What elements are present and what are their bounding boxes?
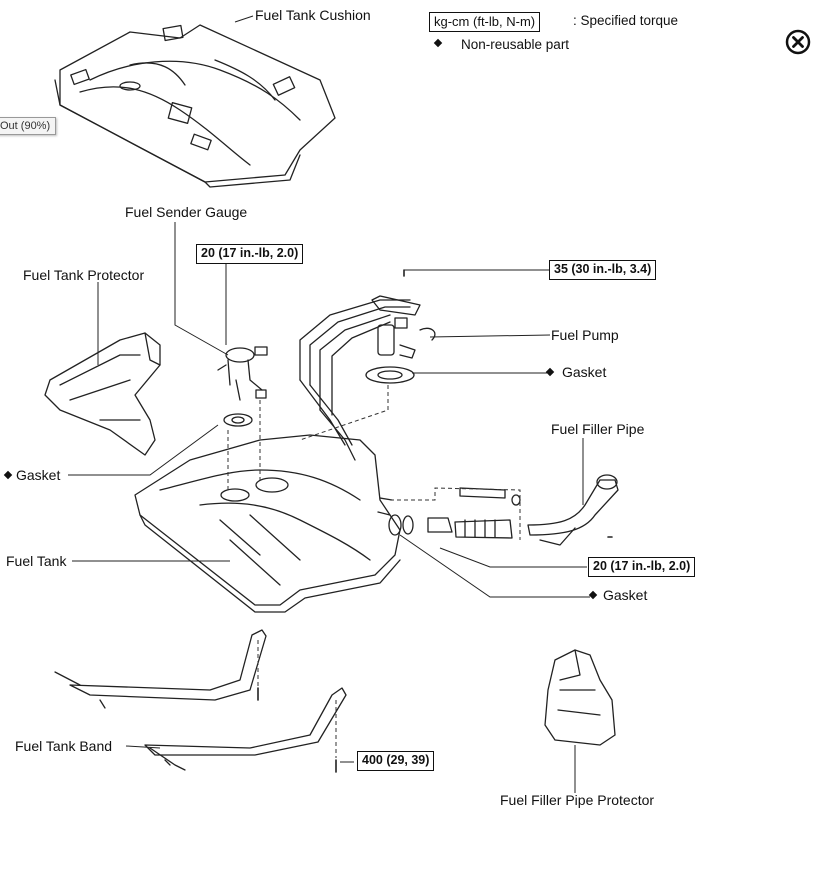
label-fuel-sender-gauge: Fuel Sender Gauge xyxy=(125,204,248,220)
fuel-pump-drawing xyxy=(299,295,436,461)
fuel-tank-cushion-drawing xyxy=(54,24,336,188)
label-fuel-tank: Fuel Tank xyxy=(6,553,67,569)
fuel-sender-gauge-drawing xyxy=(217,346,268,427)
torque-box-sender-gauge: 20 (17 in.-lb, 2.0) xyxy=(196,244,304,264)
label-fuel-tank-protector: Fuel Tank Protector xyxy=(23,267,145,283)
zoom-level-chip[interactable]: Out (90%) xyxy=(0,117,57,135)
torque-legend-box: kg-cm (ft-lb, N-m) xyxy=(429,12,541,32)
label-fuel-tank-cushion: Fuel Tank Cushion xyxy=(255,7,371,23)
label-gasket-left: Gasket xyxy=(16,467,61,483)
label-fuel-filler-pipe-protector: Fuel Filler Pipe Protector xyxy=(500,792,655,808)
label-gasket-pump: Gasket xyxy=(562,364,607,380)
label-fuel-tank-band: Fuel Tank Band xyxy=(15,738,113,754)
fuel-filler-pipe-protector-drawing xyxy=(544,649,616,746)
fuel-tank-band-drawing xyxy=(54,629,347,771)
label-gasket-filler: Gasket xyxy=(603,587,648,603)
nonreusable-legend-text: Non-reusable part xyxy=(461,37,570,52)
torque-box-tank-band: 400 (29, 39) xyxy=(357,751,435,771)
label-fuel-filler-pipe: Fuel Filler Pipe xyxy=(551,421,645,437)
fuel-tank-drawing xyxy=(134,434,401,613)
torque-box-pump-bracket: 35 (30 in.-lb, 3.4) xyxy=(549,260,657,280)
fuel-tank-protector-drawing xyxy=(44,332,161,456)
torque-box-filler-pipe: 20 (17 in.-lb, 2.0) xyxy=(588,557,696,577)
torque-legend-text: : Specified torque xyxy=(573,13,679,28)
bolts-drawing xyxy=(257,269,613,773)
close-circle-icon[interactable] xyxy=(785,29,811,55)
label-fuel-pump: Fuel Pump xyxy=(551,327,619,343)
fuel-filler-pipe-drawing xyxy=(388,474,619,546)
